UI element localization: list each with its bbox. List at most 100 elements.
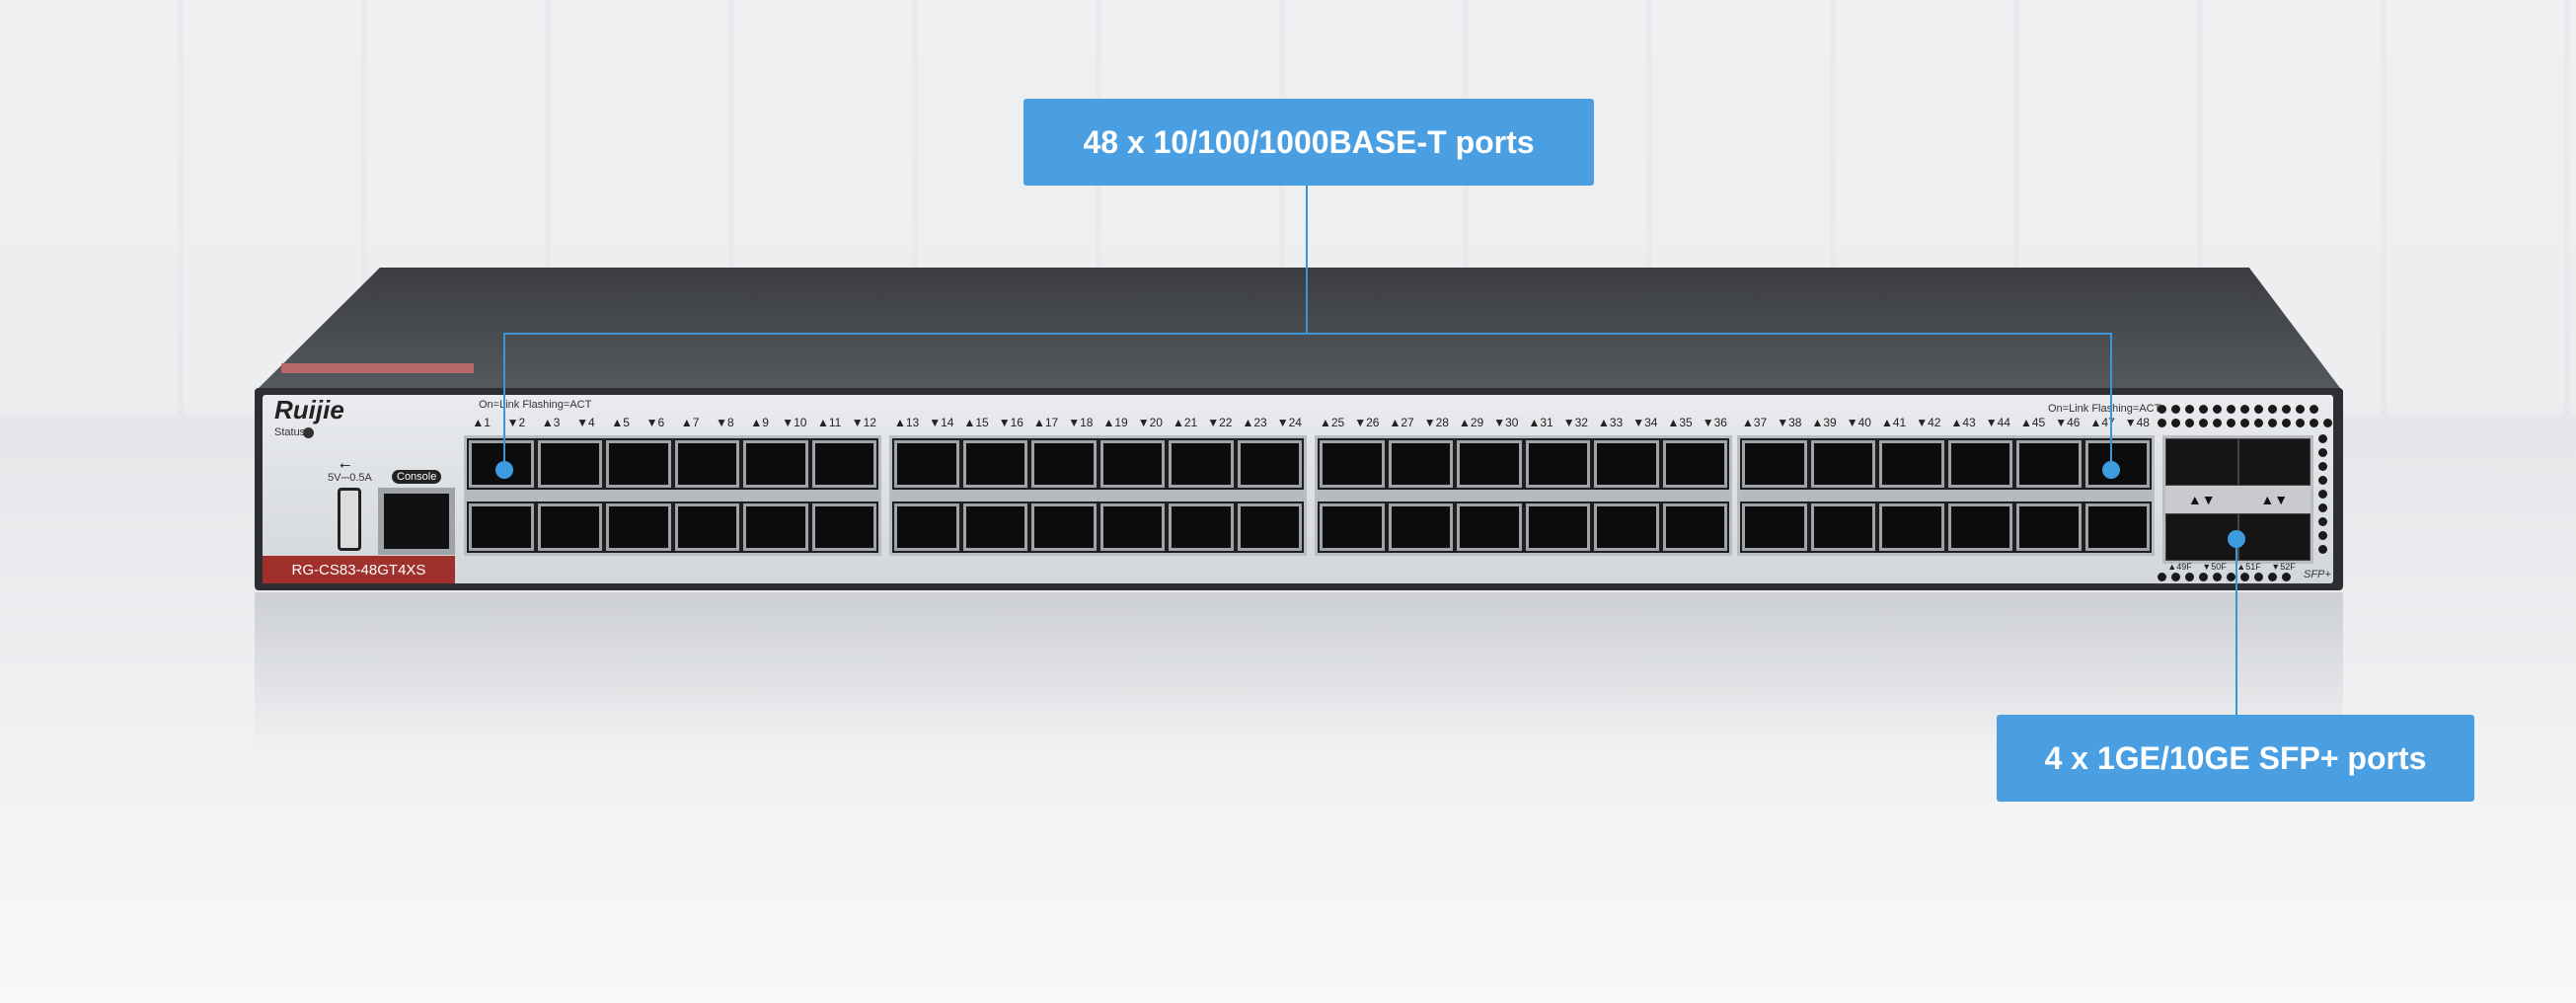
port-label: ▼14	[929, 416, 954, 429]
rj45-port-38[interactable]	[1742, 503, 1807, 551]
rj45-port-29[interactable]	[1457, 440, 1522, 488]
port-label: ▲9	[750, 416, 769, 429]
port-label: ▼40	[1846, 416, 1871, 429]
rj45-port-11[interactable]	[811, 440, 876, 488]
callout-dot	[495, 461, 513, 479]
rj45-port-23[interactable]	[1237, 440, 1302, 488]
rj45-port-15[interactable]	[962, 440, 1027, 488]
vent-holes	[2318, 434, 2327, 554]
port-label: ▼32	[1562, 416, 1588, 429]
status-label: Status	[274, 426, 306, 438]
port-label: ▲7	[680, 416, 700, 429]
port-label: ▲13	[894, 416, 920, 429]
callout-dot	[2228, 530, 2245, 548]
sfp-label: ▲49F	[2167, 562, 2192, 572]
reflection	[255, 592, 2343, 750]
sfp-label: ▼50F	[2202, 562, 2227, 572]
port-label: ▼10	[782, 416, 807, 429]
status-led	[303, 427, 314, 438]
usb-port[interactable]	[338, 488, 361, 551]
port-block	[464, 435, 881, 556]
rj45-port-31[interactable]	[1525, 440, 1590, 488]
port-label: ▲21	[1173, 416, 1198, 429]
rj45-port-28[interactable]	[1388, 503, 1453, 551]
led-legend-left: On=Link Flashing=ACT	[479, 399, 592, 411]
rj45-port-45[interactable]	[2016, 440, 2082, 488]
sfp-port-labels: ▲49F ▼50F ▲51F ▼52F	[2162, 562, 2301, 572]
rj45-port-16[interactable]	[962, 503, 1027, 551]
sfp-port-51[interactable]	[2237, 438, 2311, 486]
rj45-port-27[interactable]	[1388, 440, 1453, 488]
rj45-port-44[interactable]	[1947, 503, 2012, 551]
rj45-port-8[interactable]	[674, 503, 739, 551]
rj45-port-7[interactable]	[674, 440, 739, 488]
port-label-row: ▲37▼38▲39▼40▲41▼42▲43▼44▲45▼46▲47▼48	[1737, 416, 2155, 429]
port-label: ▼16	[998, 416, 1023, 429]
rj45-port-36[interactable]	[1662, 503, 1727, 551]
rj45-port-2[interactable]	[469, 503, 534, 551]
port-label: ▲47	[2089, 416, 2115, 429]
callout-line	[504, 333, 2112, 335]
port-label: ▼24	[1276, 416, 1302, 429]
rj45-port-19[interactable]	[1099, 440, 1165, 488]
rj45-port-13[interactable]	[894, 440, 959, 488]
rj45-port-17[interactable]	[1031, 440, 1097, 488]
port-divider	[1318, 490, 1729, 502]
rj45-port-24[interactable]	[1237, 503, 1302, 551]
usb-icon: ⭠	[340, 456, 351, 472]
vent-holes	[2158, 405, 2318, 414]
rj45-port-12[interactable]	[811, 503, 876, 551]
rj45-port-33[interactable]	[1594, 440, 1659, 488]
port-block	[1737, 435, 2155, 556]
rj45-port-40[interactable]	[1810, 503, 1875, 551]
port-block	[1315, 435, 1732, 556]
sfp-port-49[interactable]	[2165, 438, 2238, 486]
rj45-port-4[interactable]	[537, 503, 602, 551]
rj45-port-21[interactable]	[1169, 440, 1234, 488]
rj45-port-10[interactable]	[743, 503, 808, 551]
callout-line	[2110, 333, 2112, 471]
rj45-port-30[interactable]	[1457, 503, 1522, 551]
rj45-port-9[interactable]	[743, 440, 808, 488]
rj45-port-48[interactable]	[2084, 503, 2150, 551]
sfp-port-52[interactable]	[2237, 513, 2311, 561]
port-label: ▲29	[1459, 416, 1484, 429]
rj45-port-34[interactable]	[1594, 503, 1659, 551]
sfp-led-arrows: ▲▼	[2237, 486, 2311, 513]
port-label: ▲41	[1881, 416, 1907, 429]
rj45-port-32[interactable]	[1525, 503, 1590, 551]
rj45-port-18[interactable]	[1031, 503, 1097, 551]
sfp-plus-label: SFP+	[2304, 569, 2331, 580]
rj45-port-5[interactable]	[606, 440, 671, 488]
rj45-port-22[interactable]	[1169, 503, 1234, 551]
callout-dot	[2102, 461, 2120, 479]
rj45-port-3[interactable]	[537, 440, 602, 488]
console-port[interactable]	[378, 488, 455, 555]
port-label: ▼34	[1632, 416, 1658, 429]
rj45-port-25[interactable]	[1320, 440, 1385, 488]
port-label: ▲45	[2020, 416, 2046, 429]
top-red-accent	[281, 363, 474, 373]
rj45-port-14[interactable]	[894, 503, 959, 551]
port-label: ▲11	[816, 416, 842, 429]
port-label: ▼38	[1777, 416, 1802, 429]
port-label: ▲37	[1742, 416, 1768, 429]
rj45-port-26[interactable]	[1320, 503, 1385, 551]
port-label: ▲35	[1667, 416, 1693, 429]
rj45-port-37[interactable]	[1742, 440, 1807, 488]
port-block	[889, 435, 1307, 556]
rj45-port-6[interactable]	[606, 503, 671, 551]
rj45-port-35[interactable]	[1662, 440, 1727, 488]
rj45-port-20[interactable]	[1099, 503, 1165, 551]
port-label: ▲23	[1242, 416, 1267, 429]
rj45-port-42[interactable]	[1879, 503, 1944, 551]
port-label: ▼18	[1068, 416, 1094, 429]
rj45-port-43[interactable]	[1947, 440, 2012, 488]
port-label: ▼36	[1702, 416, 1727, 429]
led-legend-right: On=Link Flashing=ACT	[2048, 403, 2161, 415]
rj45-port-46[interactable]	[2016, 503, 2082, 551]
callout-line	[503, 333, 505, 471]
rj45-port-41[interactable]	[1879, 440, 1944, 488]
callout-line	[2235, 539, 2237, 715]
rj45-port-39[interactable]	[1810, 440, 1875, 488]
